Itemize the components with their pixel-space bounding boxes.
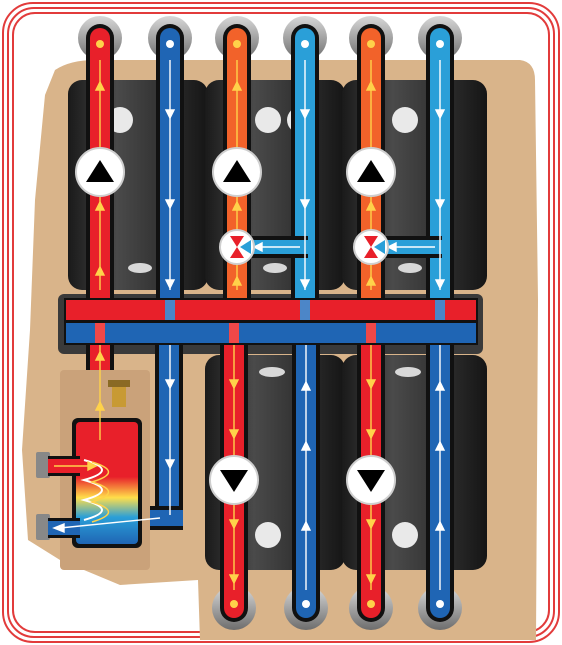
- hydraulic-separator: [36, 370, 150, 570]
- pump-housings-top: [68, 80, 487, 290]
- return-header: [66, 323, 476, 343]
- pump-down-icon: [346, 455, 396, 505]
- mixing-valve-icon: [219, 229, 255, 265]
- manifold: [64, 298, 478, 345]
- connection-dots: [96, 40, 444, 608]
- mixing-valve-icon: [353, 229, 389, 265]
- supply-header: [66, 300, 476, 320]
- heat-coil-icon: [80, 459, 103, 521]
- pump-up-icon: [212, 147, 262, 197]
- pump-up-icon: [75, 147, 125, 197]
- pump-down-icon: [209, 455, 259, 505]
- top-connections: [78, 16, 462, 60]
- pump-up-icon: [346, 147, 396, 197]
